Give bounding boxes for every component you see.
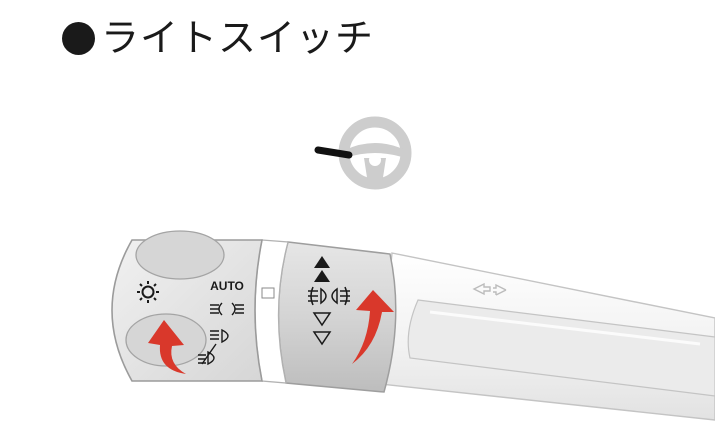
stalk-shaft — [379, 252, 715, 421]
rotate-knob-arrow-icon — [148, 320, 186, 374]
ring-indicator-mark — [261, 287, 275, 299]
steering-wheel-icon — [314, 116, 412, 190]
position-lamp-icon — [210, 302, 244, 316]
section-title: ライトスイッチ — [101, 16, 375, 60]
bullet-dot — [62, 21, 95, 55]
fog-lamp-icon — [308, 286, 350, 306]
sun-icon — [137, 281, 159, 303]
rotate-ring-arrow-icon — [352, 290, 394, 364]
section-heading: ライトスイッチ — [62, 10, 374, 66]
stalk-position-marker — [314, 146, 353, 159]
headlamp-icon — [198, 328, 229, 366]
light-switch-knob[interactable] — [111, 230, 263, 382]
turn-signal-icon — [472, 282, 507, 296]
auto-label: AUTO — [210, 279, 244, 293]
ring-position-markers — [312, 256, 332, 346]
